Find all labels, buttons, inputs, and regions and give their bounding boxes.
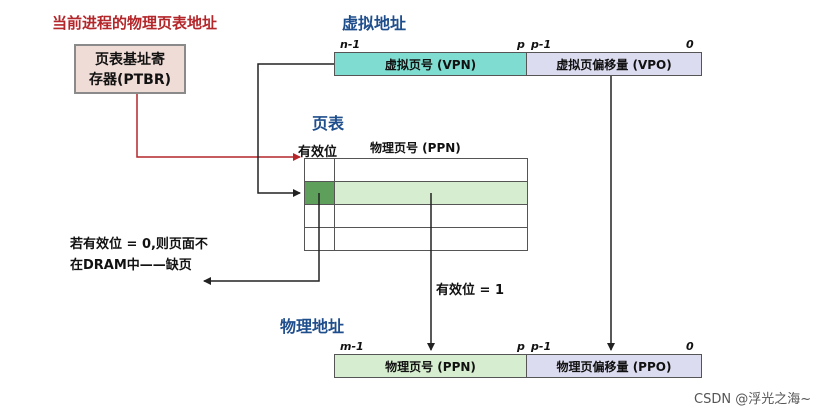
vpn-to-pte-arrow — [257, 63, 334, 197]
valid-bit-header: 有效位 — [298, 145, 338, 160]
valid-note: 有效位 = 1 — [436, 283, 504, 298]
ptbr-label-line2: 存器(PTBR) — [88, 72, 172, 88]
ptbr-to-page-table-arrow — [136, 94, 301, 161]
invalid-note-line1: 若有效位 = 0,则页面不 — [70, 237, 208, 252]
valid-bit-to-fault-arrow — [203, 193, 320, 285]
ptbr-label-line1: 页表基址寄 — [95, 52, 165, 68]
ppo-field: 物理页偏移量 (PPO) — [526, 354, 702, 378]
ptbr-register-box: 页表基址寄 存器(PTBR) — [74, 44, 186, 94]
page-table-row — [304, 227, 528, 251]
ptbr-caption: 当前进程的物理页表地址 — [52, 14, 218, 32]
vpn-field: 虚拟页号 (VPN) — [334, 52, 527, 76]
pa-bit-m-minus-1: m-1 — [340, 340, 364, 353]
va-bit-p-minus-1: p-1 — [531, 38, 552, 51]
invalid-note-line2: 在DRAM中——缺页 — [70, 258, 192, 273]
pa-bit-p-minus-1: p-1 — [531, 340, 552, 353]
va-bit-0: 0 — [686, 38, 694, 51]
ppn-field: 物理页号 (PPN) — [334, 354, 527, 378]
va-bit-p: p — [517, 38, 525, 51]
physical-address-title: 物理地址 — [280, 317, 345, 336]
watermark: CSDN @浮光之海~ — [694, 392, 812, 407]
virtual-address-title: 虚拟地址 — [342, 14, 407, 33]
page-table-row-selected — [304, 181, 528, 205]
ppn-header: 物理页号 (PPN) — [370, 141, 461, 155]
page-table-title: 页表 — [312, 114, 345, 133]
pa-bit-0: 0 — [686, 340, 694, 353]
vpo-field: 虚拟页偏移量 (VPO) — [526, 52, 702, 76]
valid-column-divider — [334, 158, 335, 251]
va-bit-n-minus-1: n-1 — [340, 38, 361, 51]
page-table-row — [304, 204, 528, 228]
pa-bit-p: p — [517, 340, 525, 353]
